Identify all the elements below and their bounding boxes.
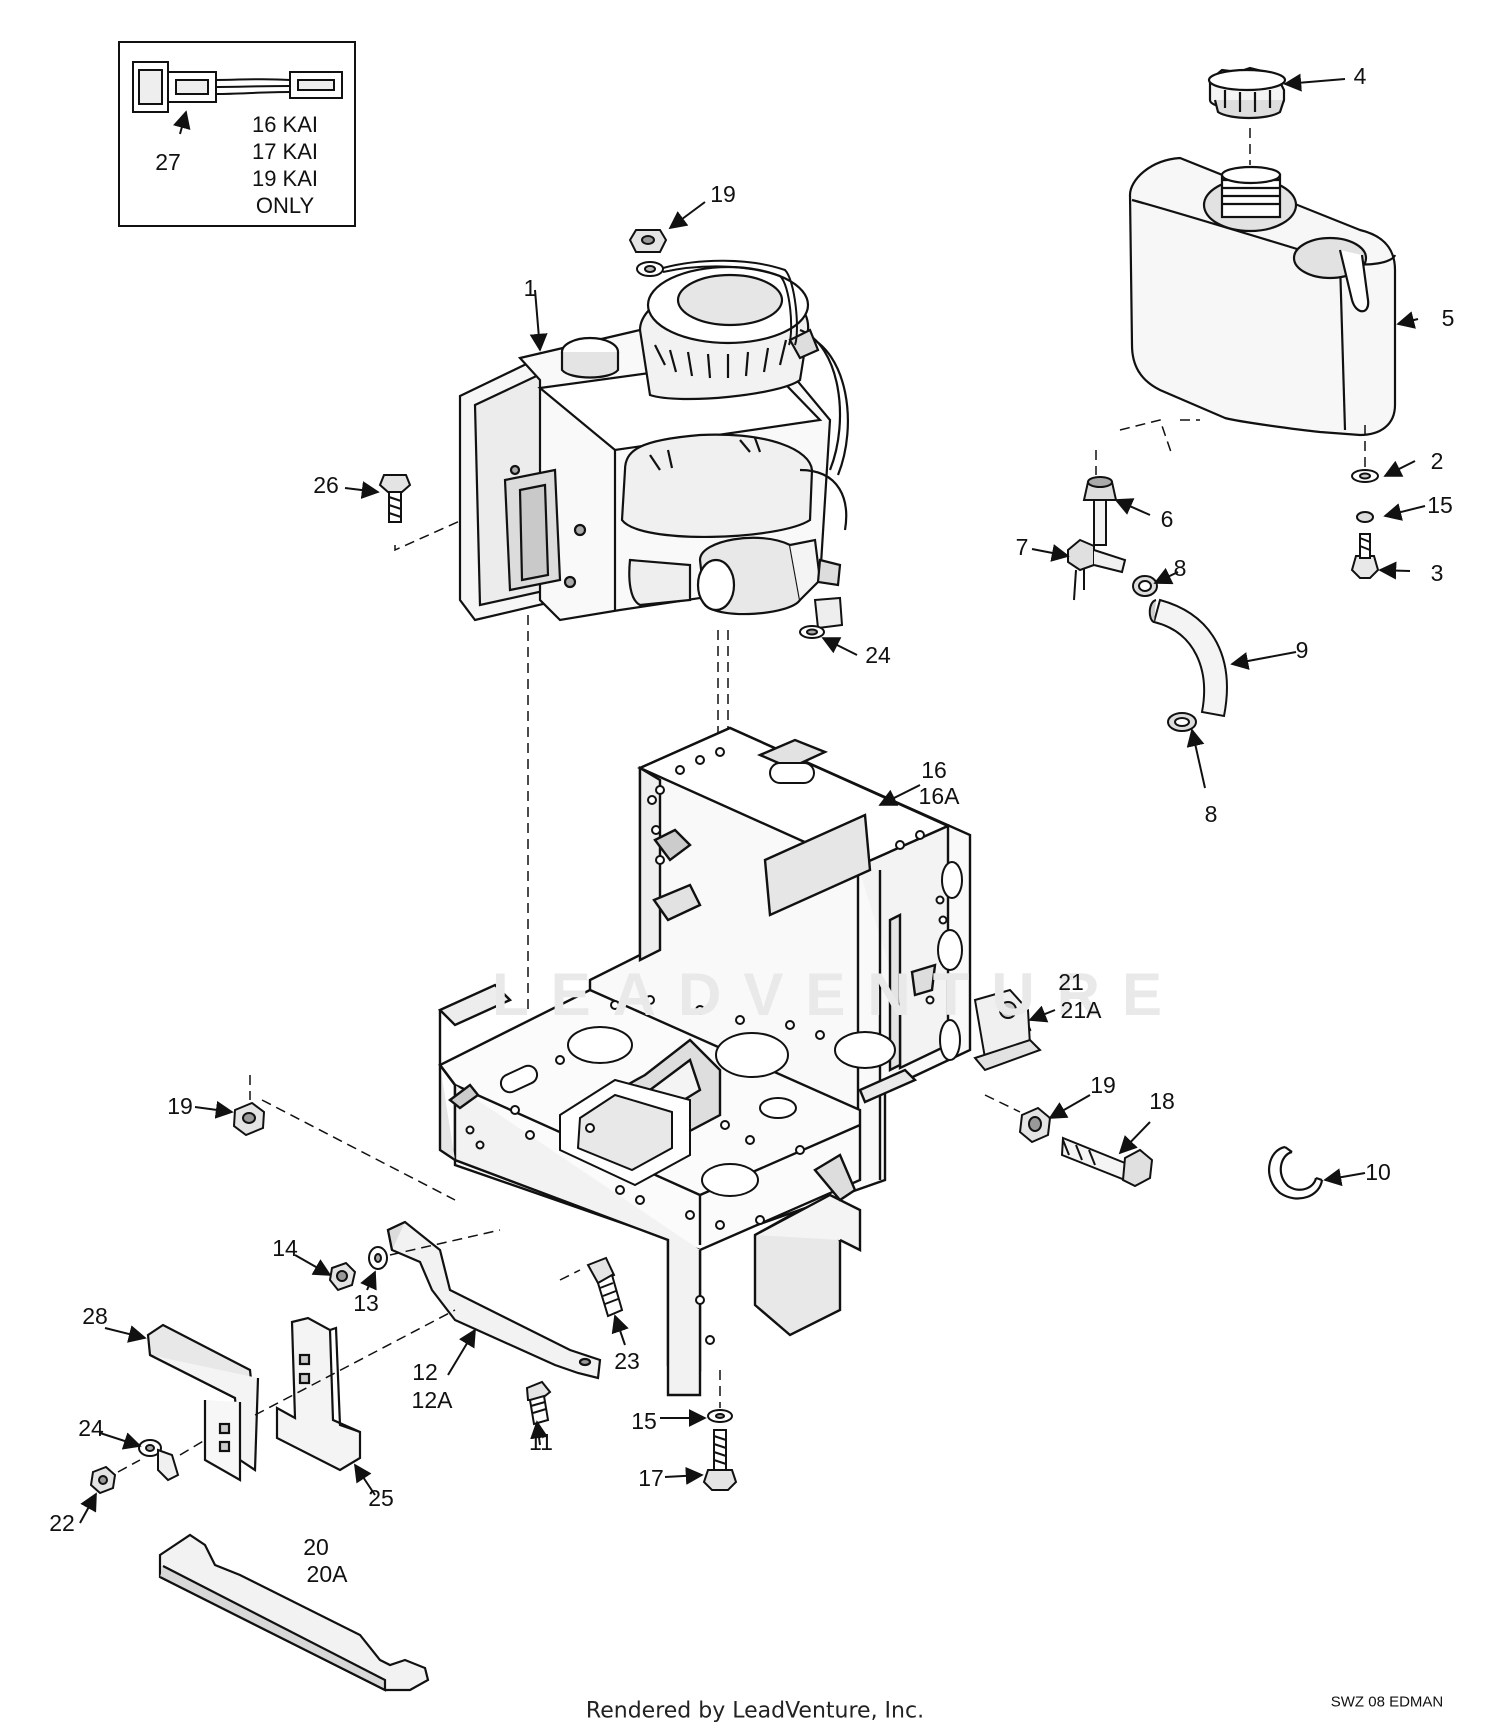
drawing-code: SWZ 08 EDMAN (1330, 1693, 1444, 1711)
callout-27: 27 (155, 149, 181, 175)
nut-part-22 (89, 1465, 117, 1495)
callout-11: 11 (529, 1429, 553, 1455)
callout-20: 20 (303, 1534, 329, 1560)
bolt-and-washer-parts-15-17 (702, 1409, 738, 1491)
callout-3: 3 (1430, 560, 1444, 586)
callout-24-upper: 24 (865, 642, 891, 668)
nut-and-washer-parts-14-13 (328, 1246, 388, 1292)
assembly-line (984, 1094, 1021, 1113)
callout-6: 6 (1160, 506, 1174, 532)
assembly-line (249, 1075, 456, 1201)
callout-9: 9 (1295, 637, 1309, 663)
assembly-line (117, 1309, 456, 1473)
hose-clamp-part-8 (1132, 575, 1197, 732)
callout-19-right: 19 (1090, 1072, 1116, 1098)
model-inset-box (118, 41, 356, 227)
callout-10: 10 (1365, 1159, 1391, 1185)
callout-1: 1 (523, 275, 537, 301)
callout-8-lower: 8 (1204, 801, 1218, 827)
cover-plate-part-28 (146, 1323, 260, 1482)
callout-leaders (79, 73, 1426, 1524)
callout-12: 12 (412, 1359, 438, 1385)
clip-part-25 (275, 1316, 362, 1472)
callout-21: 21 (1058, 969, 1084, 995)
assembly-line (394, 519, 463, 552)
watermark: LEADVENTURE (492, 961, 1185, 1028)
cable-clamp-part-24 (799, 596, 844, 639)
callout-5: 5 (1441, 305, 1455, 331)
callout-2: 2 (1430, 448, 1444, 474)
fuel-hose-part-9 (1148, 598, 1228, 718)
callout-21a: 21A (1060, 997, 1102, 1023)
callout-19-top: 19 (710, 181, 736, 207)
pivot-bolt-part-18 (1060, 1136, 1154, 1188)
fuel-tank-part-5 (1128, 156, 1397, 437)
callout-8-upper: 8 (1173, 555, 1187, 581)
engine-part-1 (458, 265, 849, 622)
assembly-line (389, 1229, 581, 1281)
connector-harness-part-27 (132, 61, 343, 113)
callout-14: 14 (272, 1235, 298, 1261)
flange-nut-part-19 (1018, 1106, 1052, 1144)
retaining-ring-part-10 (1267, 1145, 1324, 1200)
frame-holes (465, 747, 963, 1345)
callout-19-left: 19 (167, 1093, 193, 1119)
callout-13: 13 (353, 1290, 379, 1316)
footer-credit: Rendered by LeadVenture, Inc. (585, 1698, 925, 1724)
inset-model-3: 19 KAI (251, 166, 319, 191)
callout-16: 16 (921, 757, 947, 783)
assembly-line (1095, 419, 1200, 475)
bar-part-20 (158, 1533, 430, 1692)
callout-28: 28 (82, 1303, 108, 1329)
callout-15-lower: 15 (631, 1408, 657, 1434)
cable-clamp-part-24 (138, 1439, 180, 1482)
tank-mount-hardware-parts-2-15-3 (1350, 469, 1380, 579)
carriage-bolt-part-23 (586, 1256, 624, 1318)
inset-model-2: 17 KAI (251, 139, 319, 164)
callout-26: 26 (313, 472, 339, 498)
ground-wire-and-nut-part-19 (628, 229, 798, 346)
support-bracket-part-12 (386, 1220, 602, 1380)
callout-16a: 16A (918, 783, 960, 809)
callout-23: 23 (614, 1348, 640, 1374)
inset-model-1: 16 KAI (251, 112, 319, 137)
inset-model-note: ONLY (255, 193, 315, 218)
callout-18: 18 (1149, 1088, 1175, 1114)
callout-20a: 20A (306, 1561, 348, 1587)
fuel-cap-part-4 (1207, 66, 1287, 120)
callout-25: 25 (368, 1485, 394, 1511)
callout-17: 17 (638, 1465, 664, 1491)
callout-15-upper: 15 (1427, 492, 1453, 518)
carriage-bolt-part-11 (525, 1380, 552, 1426)
callout-12a: 12A (411, 1387, 453, 1413)
fuel-shutoff-valve-parts-6-7 (1067, 476, 1127, 601)
engine-mount-bolt-part-26 (378, 474, 412, 523)
callout-22: 22 (49, 1510, 75, 1536)
flange-nut-part-19 (232, 1101, 266, 1137)
bracket-part-21 (973, 988, 1042, 1072)
callout-4: 4 (1353, 63, 1367, 89)
callout-7: 7 (1015, 534, 1029, 560)
callout-24-lower: 24 (78, 1415, 104, 1441)
